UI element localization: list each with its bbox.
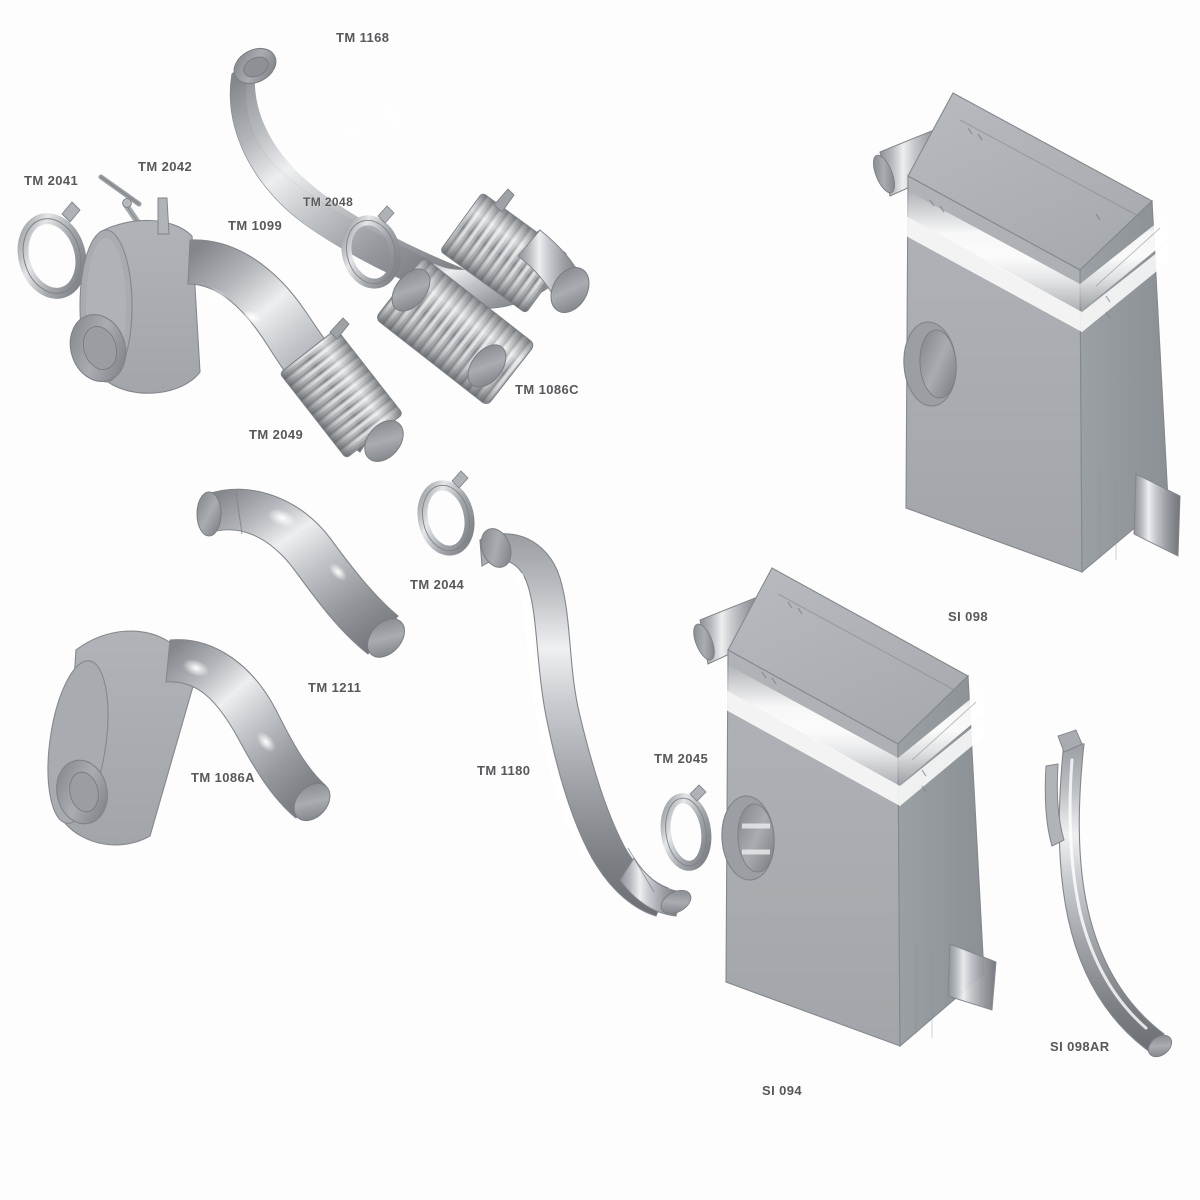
part-label-tm2042: TM 2042 xyxy=(138,159,193,174)
part-label-tm1168: TM 1168 xyxy=(336,30,390,45)
part-label-tm2041: TM 2041 xyxy=(24,173,79,188)
part-label-tm2045: TM 2045 xyxy=(654,751,709,766)
part-clamp-center xyxy=(417,470,475,556)
part-lower-left-pipe xyxy=(47,630,331,846)
part-label-tm1180: TM 1180 xyxy=(477,763,531,778)
part-label-tm1086a: TM 1086A xyxy=(191,770,255,785)
part-tailpipe xyxy=(1044,729,1173,1058)
part-mid-left-pipe xyxy=(196,488,405,658)
part-label-tm1099: TM 1099 xyxy=(228,218,283,233)
part-label-si094: SI 094 xyxy=(762,1083,802,1098)
part-clamp-mid-upper xyxy=(341,205,401,289)
part-muffler-upper xyxy=(873,92,1181,574)
part-muffler-lower xyxy=(693,567,997,1048)
part-label-tm2044: TM 2044 xyxy=(410,577,465,592)
part-label-tm2048: TM 2048 xyxy=(303,195,354,209)
part-clamp-upper-left xyxy=(17,201,87,299)
part-label-tm2049: TM 2049 xyxy=(249,427,304,442)
part-clamp-lower-center xyxy=(660,784,712,871)
part-label-tm1086c: TM 1086C xyxy=(515,382,579,397)
part-turbo-elbow-pipe xyxy=(69,197,404,462)
part-label-si098ar: SI 098AR xyxy=(1050,1039,1110,1054)
part-s-bend-pipe xyxy=(479,528,692,917)
part-label-tm1211: TM 1211 xyxy=(308,680,362,695)
part-label-si098: SI 098 xyxy=(948,609,988,624)
part-flex-bellows-upper xyxy=(377,258,534,404)
